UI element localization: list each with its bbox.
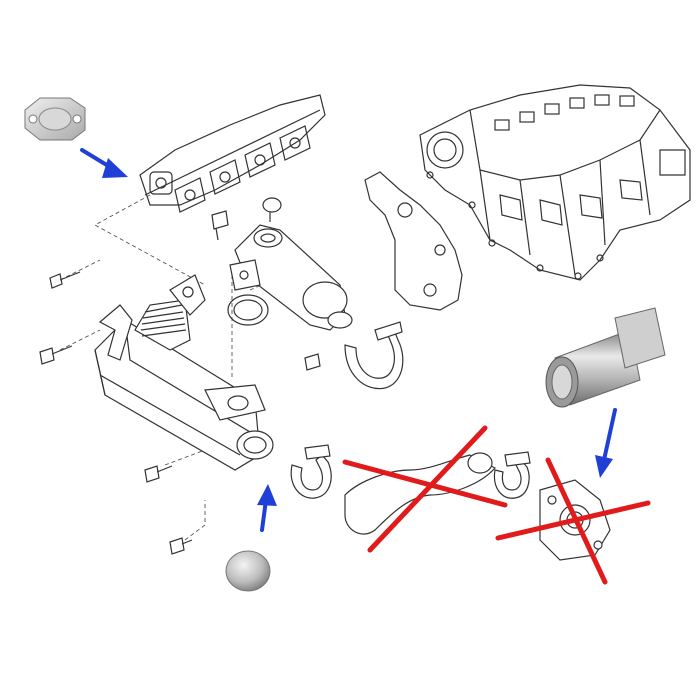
small-screw — [304, 353, 321, 371]
pipe-clamp-lower-right — [493, 451, 531, 499]
pipe-clamp-lower-left — [290, 444, 332, 499]
cross-out-pipe-line-1 — [342, 459, 508, 508]
cooler-bracket — [98, 304, 133, 361]
pipe-clamp-upper — [344, 321, 404, 390]
egr-blanking-plate-photo — [24, 97, 86, 141]
leader-lines — [59, 194, 296, 541]
arrow-to-crossed-valve-icon — [595, 408, 617, 478]
egr-bypass-pipe-photo — [545, 307, 666, 408]
cross-out-valve-line-1 — [495, 500, 651, 541]
bolt-b — [39, 345, 73, 365]
bolt-d — [169, 537, 193, 555]
flexible-bellows-pipe — [134, 274, 206, 351]
egr-valve — [229, 224, 353, 331]
cross-out-marks — [342, 425, 651, 585]
exhaust-manifold — [139, 94, 326, 213]
valve-bolt-1 — [211, 210, 229, 241]
bolt-a — [49, 271, 81, 289]
mounting-bracket — [364, 171, 463, 311]
arrow-to-manifold-flange-icon — [80, 148, 128, 178]
cross-out-valve-line-2 — [545, 457, 608, 585]
engine-cylinder-head — [419, 84, 691, 281]
annotation-arrows — [80, 148, 617, 532]
valve-o-ring — [227, 294, 269, 326]
cross-out-pipe-line-2 — [367, 425, 488, 553]
valve-bolt-2 — [262, 197, 282, 222]
arrow-to-cooler-outlet-icon — [257, 484, 277, 532]
bolt-c — [144, 465, 173, 483]
round-blanking-cap-photo — [225, 550, 271, 592]
